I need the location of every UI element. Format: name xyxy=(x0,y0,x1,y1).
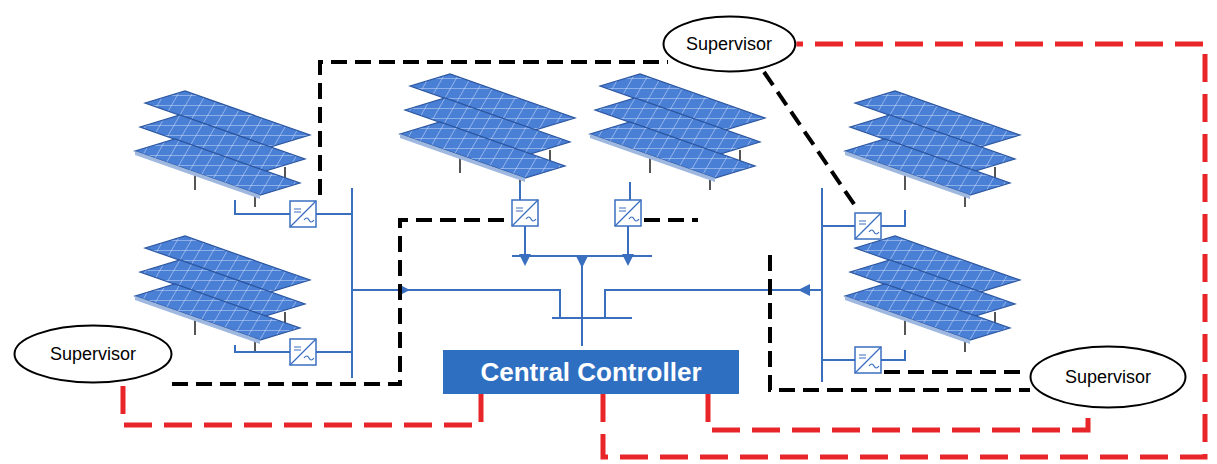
node-label: Supervisor xyxy=(1065,367,1151,388)
control-link xyxy=(603,44,1205,457)
control-link xyxy=(123,380,481,425)
supervisor-ellipse: Supervisor xyxy=(1029,345,1187,409)
node-label: Supervisor xyxy=(686,34,772,55)
node-label: Supervisor xyxy=(50,344,136,365)
control-link xyxy=(708,394,1088,430)
node-label: Central Controller xyxy=(480,357,701,388)
supervisor-ellipse: Supervisor xyxy=(662,15,797,73)
controller-box: Central Controller xyxy=(443,350,739,394)
supervisor-ellipse: Supervisor xyxy=(13,324,173,384)
